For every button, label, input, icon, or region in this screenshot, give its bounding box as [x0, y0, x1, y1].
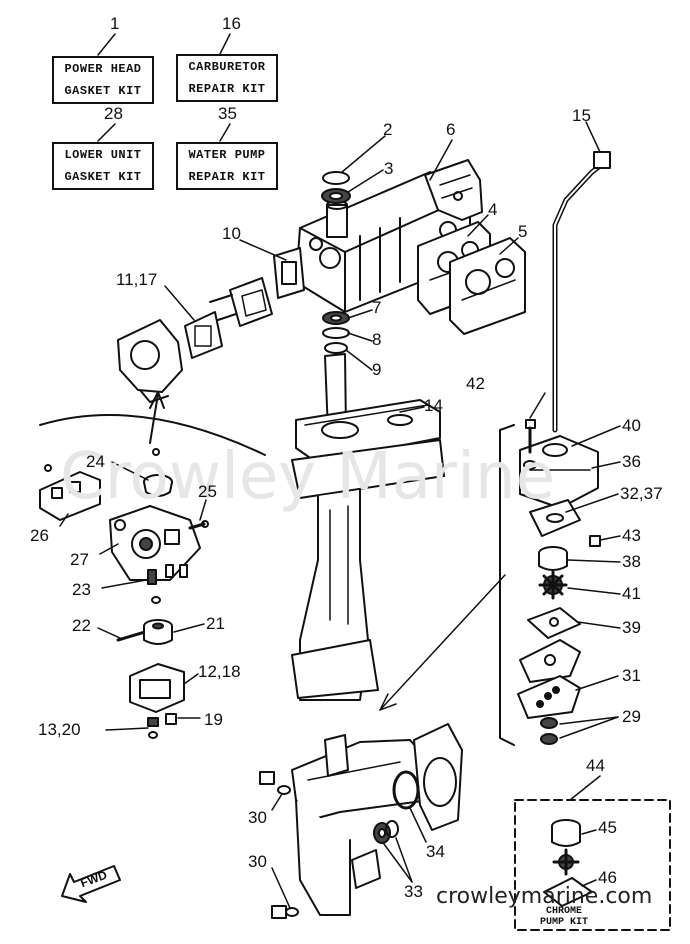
kit-carburetor-repair: CARBURETOR REPAIR KIT: [176, 54, 278, 102]
kit-line: REPAIR KIT: [188, 170, 266, 184]
intake-manifold-gasket: [184, 311, 223, 359]
gasket-31: [517, 675, 581, 719]
callout-15: 15: [572, 106, 591, 125]
callout-46: 46: [598, 868, 617, 887]
callout-36: 36: [622, 452, 641, 471]
carb-body-27: [109, 505, 201, 581]
callout-10: 10: [222, 224, 241, 243]
intake-gasket: [273, 247, 305, 299]
kit-water-pump-repair: WATER PUMP REPAIR KIT: [176, 142, 278, 190]
kit-line: GASKET KIT: [64, 84, 142, 98]
callout-43: 43: [622, 526, 641, 545]
reed-valve-assembly: [209, 277, 273, 327]
callout-5: 5: [518, 222, 528, 241]
callout-11-17: 11,17: [116, 270, 158, 289]
carb-gasket-26: [39, 464, 101, 521]
plate-gasket-39: [527, 607, 581, 639]
crankshaft-top: [326, 200, 348, 238]
pump-insert-38: [538, 546, 568, 571]
callout-2: 2: [383, 120, 393, 139]
callout-9: 9: [372, 360, 382, 379]
pump-kit-line: PUMP KIT: [539, 917, 588, 928]
seals-33: [373, 820, 399, 844]
lower-casing-body: [291, 439, 445, 701]
kit-ref-28: 28: [104, 104, 123, 123]
kit-line: POWER HEAD: [64, 62, 142, 76]
fwd-arrow-icon: [61, 865, 121, 903]
callout-22: 22: [72, 616, 91, 635]
float-bowl-12-18: [129, 663, 185, 713]
bolt-42: [523, 419, 537, 470]
float-chamber-24: [143, 448, 173, 497]
kit-ref-16: 16: [222, 14, 241, 33]
propeller-shaft-housing: [413, 723, 463, 831]
callout-42: 42: [466, 374, 485, 393]
callout-33: 33: [404, 882, 423, 901]
chrome-pump-kit-label: CHROME PUMP KIT: [522, 906, 606, 928]
callout-30-bottom: 30: [248, 852, 267, 871]
callout-4: 4: [488, 200, 498, 219]
callout-45: 45: [598, 818, 617, 837]
kit-line: GASKET KIT: [64, 170, 142, 184]
screw-25: [188, 520, 209, 530]
outer-plate-cartridge: [519, 639, 581, 683]
upper-casing-gasket: [295, 399, 441, 463]
insert-cartridge-gasket: [529, 499, 601, 547]
kit-power-head-gasket: POWER HEAD GASKET KIT: [52, 56, 154, 104]
callout-23: 23: [72, 580, 91, 599]
pump-housing: [519, 435, 599, 509]
callout-3: 3: [384, 159, 394, 178]
float-21: [143, 619, 173, 645]
gasket-13-20: [147, 717, 159, 739]
kit-ref-35: 35: [218, 104, 237, 123]
callout-34: 34: [426, 842, 445, 861]
callout-32-37: 32,37: [620, 484, 663, 503]
callout-7: 7: [372, 298, 382, 317]
callout-26: 26: [30, 526, 49, 545]
kit-line: REPAIR KIT: [188, 82, 266, 96]
callout-44: 44: [586, 756, 605, 775]
kit-lower-unit-gasket: LOWER UNIT GASKET KIT: [52, 142, 154, 190]
jets-23: [147, 564, 188, 604]
chrome-pump-kit-box: [514, 799, 671, 931]
callout-13-20: 13,20: [38, 720, 81, 739]
kit-ref-1: 1: [110, 14, 120, 33]
callout-14: 14: [424, 396, 443, 415]
cylinder-head-cover: [449, 237, 526, 335]
seals-29: [540, 717, 558, 745]
oil-seal-lower: [322, 311, 350, 354]
callout-12-18: 12,18: [198, 662, 241, 681]
callout-24: 24: [86, 452, 105, 471]
callout-30-top: 30: [248, 808, 267, 827]
callout-39: 39: [622, 618, 641, 637]
water-tube: [552, 151, 611, 433]
gear-case: [291, 734, 437, 916]
drain-screws-30: [259, 771, 299, 919]
callout-41: 41: [622, 584, 641, 603]
kit-line: CARBURETOR: [188, 60, 266, 74]
callout-29: 29: [622, 707, 641, 726]
kit-line: LOWER UNIT: [64, 148, 142, 162]
watermark: Crowley Marine: [60, 440, 555, 514]
callout-6: 6: [446, 120, 456, 139]
callout-25: 25: [198, 482, 217, 501]
callout-31: 31: [622, 666, 641, 685]
pin-22: [116, 630, 147, 642]
callout-19: 19: [204, 710, 223, 729]
oil-seal-top: [321, 171, 351, 204]
o-ring-34: [392, 770, 420, 810]
callout-27: 27: [70, 550, 89, 569]
pump-kit-line: CHROME: [545, 906, 582, 917]
callout-21: 21: [206, 614, 225, 633]
callout-8: 8: [372, 330, 382, 349]
carburetor-body: [117, 319, 183, 403]
kit-line: WATER PUMP: [188, 148, 266, 162]
drain-screw-19: [165, 713, 177, 725]
website-text: crowleymarine.com: [436, 884, 653, 909]
impeller-41: [538, 570, 568, 600]
callout-40: 40: [622, 416, 641, 435]
exhaust-cover: [424, 159, 483, 221]
callout-38: 38: [622, 552, 641, 571]
